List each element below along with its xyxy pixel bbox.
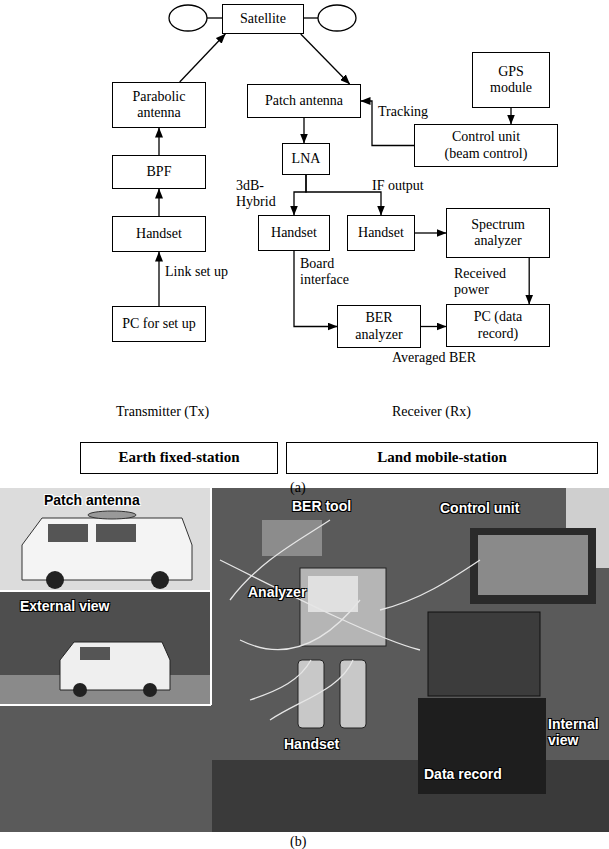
process-box: Handset [347, 215, 415, 251]
node-text: Control unit (beam control) [436, 129, 536, 161]
solar-panel [318, 5, 356, 31]
process-box: Control unit (beam control) [414, 124, 558, 167]
station-band: Land mobile-station [286, 442, 598, 474]
photo-label: External view [20, 598, 110, 614]
arrow-connector [158, 128, 159, 155]
node-text: Parabolic antenna [121, 89, 197, 121]
panel-arm [207, 17, 222, 18]
wheel [151, 571, 169, 589]
arrow-connector [158, 189, 159, 216]
van [60, 642, 170, 690]
node-text: Patch antenna [265, 93, 343, 109]
panel-arm [304, 17, 318, 18]
process-box: Handset [258, 215, 330, 251]
node-text: Handset [271, 225, 317, 241]
photo-inset [0, 592, 210, 704]
arrow-connector [529, 258, 530, 304]
wheel [73, 683, 87, 697]
arrow-connector [180, 34, 226, 82]
wheel [143, 683, 157, 697]
process-box: Handset [112, 216, 206, 252]
arrow-connector [294, 175, 306, 215]
process-box: GPS module [472, 52, 550, 108]
photo-label: Control unit [440, 500, 519, 516]
node-text: LNA [292, 151, 321, 167]
van-window [96, 524, 136, 542]
arrow-connector [510, 108, 511, 124]
laptop [470, 528, 596, 604]
solar-panel [169, 5, 207, 31]
arrow-connector [301, 34, 350, 84]
edge-label: Tracking [378, 104, 428, 120]
process-box: PC (data record) [446, 304, 550, 347]
cable [220, 520, 480, 720]
node-text: BER analyzer [348, 310, 410, 342]
node-text: Handset [358, 225, 404, 241]
station-band: Earth fixed-station [80, 442, 278, 474]
process-box: LNA [282, 143, 330, 175]
laptop-screen [478, 535, 588, 595]
node-text: PC (data record) [452, 309, 544, 341]
process-box: PC for set up [112, 306, 206, 342]
analyzer-device [300, 568, 386, 646]
process-box: Parabolic antenna [112, 82, 206, 128]
node-text: BPF [147, 164, 172, 180]
edge-label: Link set up [165, 264, 228, 280]
photo-label: Patch antenna [44, 492, 140, 508]
panel-letter: (b) [290, 834, 306, 849]
van [22, 518, 192, 580]
process-box: BPF [112, 155, 206, 189]
station-caption: Receiver (Rx) [392, 404, 471, 420]
patch-antenna [88, 511, 136, 519]
process-box: BER analyzer [337, 305, 421, 348]
van-window [48, 524, 88, 542]
photo-label: Internal view [548, 716, 606, 748]
ber-tool [262, 520, 322, 556]
photo-ground [0, 488, 609, 832]
arrow-connector [306, 175, 381, 215]
photo-inset [0, 488, 210, 590]
inset-border [0, 590, 210, 592]
photo-label: Analyzer [248, 584, 306, 600]
edge-label: Averaged BER [392, 350, 476, 366]
photo-label: Data record [424, 766, 502, 782]
signal-label: 3dB- Hybrid [236, 178, 280, 210]
edge-label: Board interface [300, 256, 364, 288]
node-text: Land mobile-station [377, 449, 507, 466]
node-text: Spectrum analyzer [458, 217, 538, 249]
photo-label: BER tool [292, 498, 351, 514]
laptop-screen [428, 612, 540, 696]
process-box: Patch antenna [247, 84, 361, 118]
panel-letter: (a) [290, 480, 306, 496]
edge-label: Received power [454, 266, 520, 298]
station-caption: Transmitter (Tx) [116, 404, 209, 420]
van-window [80, 647, 110, 660]
arrow-connector [303, 118, 304, 143]
handset-device [340, 660, 366, 728]
handset-device [298, 660, 324, 728]
satellite-box: Satellite [222, 4, 304, 34]
node-text: Satellite [240, 11, 286, 27]
arrow-connector [421, 326, 446, 327]
photo-label: Handset [284, 736, 339, 752]
process-box: Spectrum analyzer [446, 208, 550, 258]
inset-border [0, 704, 211, 706]
node-text: GPS module [485, 64, 537, 96]
wheel [46, 571, 64, 589]
arrow-connector [158, 252, 159, 306]
signal-label: IF output [372, 178, 424, 194]
node-text: Handset [136, 226, 182, 242]
node-text: PC for set up [122, 316, 196, 332]
node-text: Earth fixed-station [118, 449, 239, 466]
inset-border [210, 488, 212, 705]
seat [212, 760, 609, 832]
laptop-keyboard [418, 698, 546, 794]
arrow-connector [415, 232, 446, 233]
